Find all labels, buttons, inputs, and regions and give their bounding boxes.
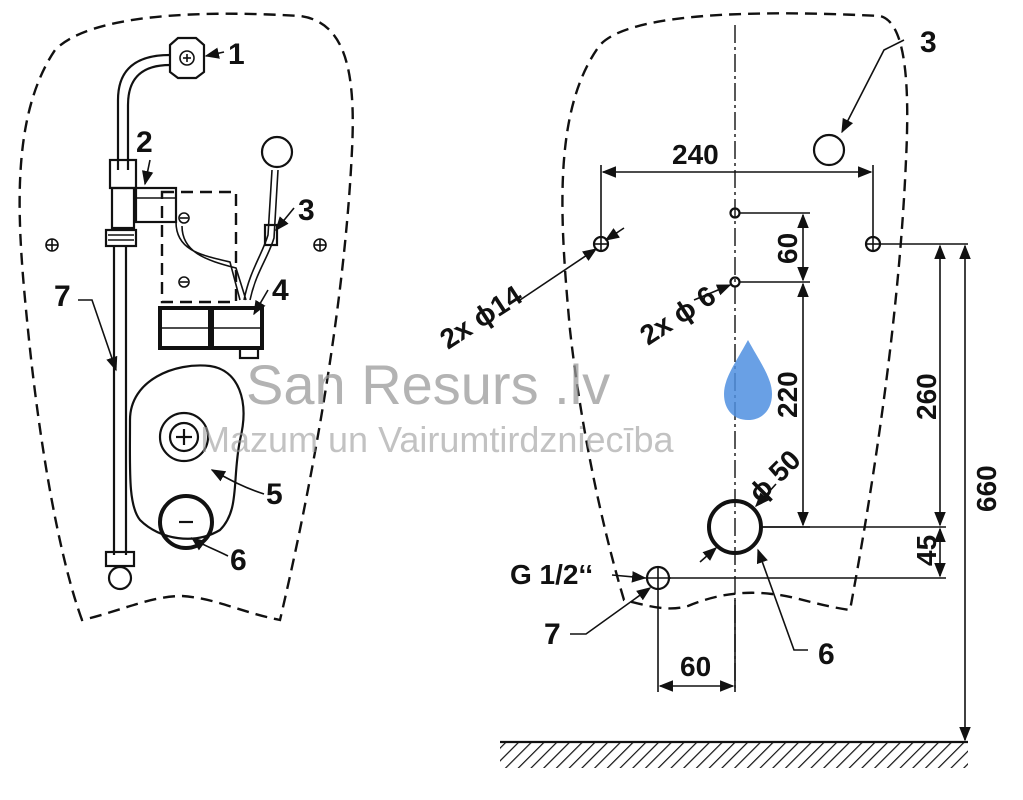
minus-terminal xyxy=(158,494,214,550)
label-2x-d6: 2x ϕ 6 xyxy=(634,280,721,351)
label-g-half-inch: G 1/2‘‘ xyxy=(510,559,593,590)
dim-240: 240 xyxy=(672,139,719,170)
watermark: San Resurs .lv Mazum un Vairumtirdzniecī… xyxy=(200,340,772,460)
battery-box xyxy=(158,306,264,360)
left-urinal-outline xyxy=(18,12,354,622)
callout-5: 5 xyxy=(266,478,283,511)
sensor-cap xyxy=(260,135,294,169)
dim-260: 260 xyxy=(911,373,942,420)
callout-7-right: 7 xyxy=(544,618,561,651)
inlet-connection xyxy=(168,36,206,80)
watermark-tagline: Mazum un Vairumtirdzniecība xyxy=(200,419,674,460)
small-hole-bottom xyxy=(729,276,741,288)
dim-220: 220 xyxy=(772,371,803,418)
flush-pipe xyxy=(104,246,136,591)
drain-hole xyxy=(707,499,763,555)
right-urinal-outline xyxy=(561,12,909,612)
watermark-brand: San Resurs .lv xyxy=(246,353,610,416)
callout-6: 6 xyxy=(230,544,247,577)
dim-60-bottom: 60 xyxy=(680,651,711,682)
cable-connector xyxy=(263,223,279,247)
sensor-hole xyxy=(812,133,846,167)
callout-4: 4 xyxy=(272,274,289,307)
mount-hole-left xyxy=(592,235,610,253)
dim-60-top: 60 xyxy=(772,233,803,264)
floor-hatch xyxy=(500,742,968,768)
left-screw-right xyxy=(313,238,327,252)
callout-1: 1 xyxy=(228,38,245,71)
callout-7: 7 xyxy=(54,280,71,313)
mount-hole-right xyxy=(864,235,882,253)
wiring xyxy=(175,169,279,301)
label-d50: ϕ 50 xyxy=(742,444,806,508)
small-hole-top xyxy=(729,207,741,219)
callout-3-right: 3 xyxy=(920,26,937,59)
water-drop-icon xyxy=(724,340,772,420)
dim-660: 660 xyxy=(971,465,1002,512)
dim-45: 45 xyxy=(911,535,942,566)
left-view: 1 2 3 4 5 6 7 xyxy=(18,12,354,622)
callout-3: 3 xyxy=(298,194,315,227)
left-screw-left xyxy=(45,238,59,252)
plus-terminal xyxy=(158,411,210,463)
solenoid-housing xyxy=(160,190,238,304)
supply-pipe xyxy=(116,53,171,170)
valve-body xyxy=(104,158,178,248)
electronics-module xyxy=(128,364,245,540)
callout-2: 2 xyxy=(136,126,153,159)
label-2x-d14: 2x ϕ14 xyxy=(434,279,528,355)
callout-6-right: 6 xyxy=(818,638,835,671)
